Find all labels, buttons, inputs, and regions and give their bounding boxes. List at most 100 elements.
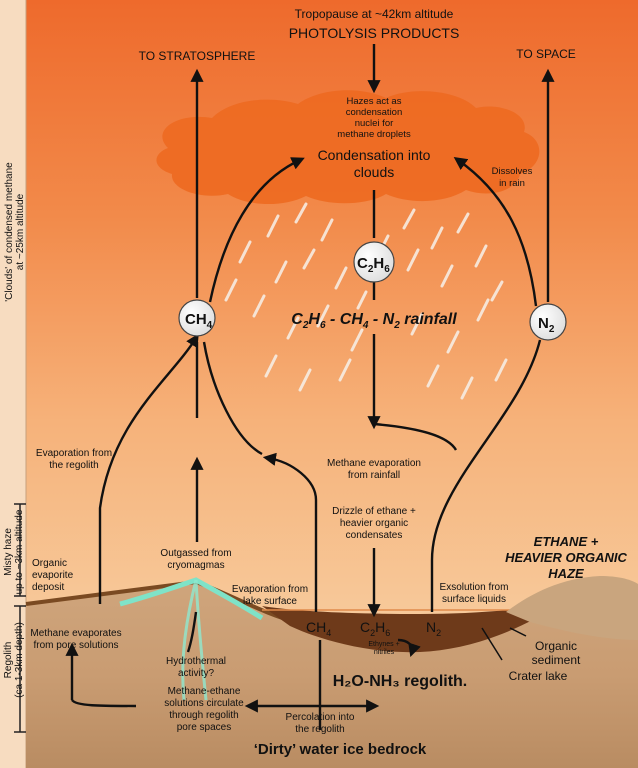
bedrock-title: ‘Dirty’ water ice bedrock xyxy=(254,741,427,758)
evap-regolith-label: Evaporation from the regolith xyxy=(36,448,112,471)
svg-text:Regolith: Regolith xyxy=(3,642,14,679)
misty-side-label: Misty haze up to ~3km altitude xyxy=(3,509,25,594)
to-space-label: TO SPACE xyxy=(516,47,576,61)
svg-text:Dissolves: Dissolves xyxy=(492,166,533,177)
svg-text:from pore solutions: from pore solutions xyxy=(33,640,118,651)
percolation-label: Percolation into the regolith xyxy=(286,712,355,735)
regolith-title: H₂O-NH₃ regolith. xyxy=(333,673,468,690)
svg-text:CH4: CH4 xyxy=(185,311,213,331)
svg-text:up to ~3km altitude: up to ~3km altitude xyxy=(14,509,25,594)
svg-text:surface liquids: surface liquids xyxy=(442,594,506,605)
svg-text:the regolith: the regolith xyxy=(49,460,98,471)
svg-text:HAZE: HAZE xyxy=(548,566,584,581)
svg-text:solutions circulate: solutions circulate xyxy=(164,698,244,709)
lake-ch4: CH4 xyxy=(306,619,331,638)
ethynes-label: Ethynes + nitriles xyxy=(368,641,399,656)
svg-text:lake surface: lake surface xyxy=(243,596,297,607)
side-strip xyxy=(0,0,26,768)
evap-lake-label: Evaporation from lake surface xyxy=(232,584,308,607)
svg-text:Methane evaporation: Methane evaporation xyxy=(327,458,421,469)
svg-text:Methane evaporates: Methane evaporates xyxy=(30,628,121,639)
arrow-exsolution xyxy=(430,339,542,612)
rainfall-label: C2H6 - CH4 - N2 rainfall xyxy=(291,311,457,331)
svg-text:sediment: sediment xyxy=(532,653,581,667)
svg-text:Condensation into: Condensation into xyxy=(318,147,431,163)
lake-c2h6: C2H6 xyxy=(360,619,390,638)
arrow-n2-to-cloud xyxy=(453,156,538,307)
svg-text:Hazes act as: Hazes act as xyxy=(347,96,402,107)
svg-text:at ~25km altitude: at ~25km altitude xyxy=(15,193,26,270)
ethane-haze-label: ETHANE + HEAVIER ORGANIC HAZE xyxy=(505,534,627,581)
svg-text:Hydrothermal: Hydrothermal xyxy=(166,656,226,667)
crater-lake-label: Crater lake xyxy=(509,669,568,683)
organic-sediment-label: Organic sediment xyxy=(532,639,581,667)
svg-text:Evaporation from: Evaporation from xyxy=(232,584,308,595)
svg-text:(ca 1-3km depth): (ca 1-3km depth) xyxy=(14,622,25,698)
regolith-side-label: Regolith (ca 1-3km depth) xyxy=(3,622,25,698)
svg-text:HEAVIER ORGANIC: HEAVIER ORGANIC xyxy=(505,550,627,565)
crater-lake xyxy=(262,604,560,653)
arrow-lake-to-ch4 xyxy=(202,341,263,456)
svg-text:condensation: condensation xyxy=(346,107,403,118)
hydrothermal-label: Hydrothermal activity? xyxy=(166,656,226,679)
leader-sediment xyxy=(509,627,527,637)
methane-rain-label: Methane evaporation from rainfall xyxy=(327,458,421,481)
svg-text:Methane-ethane: Methane-ethane xyxy=(168,686,241,697)
svg-text:'Clouds' of condensed methane: 'Clouds' of condensed methane xyxy=(4,162,15,302)
scale-bars xyxy=(14,503,26,733)
svg-text:condensates: condensates xyxy=(346,530,403,541)
n2-node: N2 xyxy=(529,303,567,341)
cryomagma-plume xyxy=(181,579,208,701)
regolith-ground xyxy=(26,582,638,768)
tropopause-label: Tropopause at ~42km altitude xyxy=(295,7,454,21)
condensation-label: Condensation into clouds xyxy=(318,147,431,180)
c2h6-node: C2H6 xyxy=(353,241,395,283)
dissolves-label: Dissolves in rain xyxy=(492,166,533,189)
hazes-label: Hazes act as condensation nuclei for met… xyxy=(337,96,411,140)
svg-text:methane droplets: methane droplets xyxy=(337,129,411,140)
circulate-label: Methane-ethane solutions circulate throu… xyxy=(164,686,244,733)
svg-text:deposit: deposit xyxy=(32,582,64,593)
arrow-evap-regolith xyxy=(98,333,199,604)
arrow-ethynes xyxy=(397,638,421,658)
svg-text:heavier organic: heavier organic xyxy=(340,518,408,529)
to-stratosphere-label: TO STRATOSPHERE xyxy=(139,49,256,63)
cycle-arrows xyxy=(65,44,555,730)
lake-n2: N2 xyxy=(426,619,441,638)
svg-text:from rainfall: from rainfall xyxy=(348,470,400,481)
right-hill xyxy=(506,576,638,640)
pore-label: Methane evaporates from pore solutions xyxy=(30,628,121,651)
svg-text:Organic: Organic xyxy=(535,639,577,653)
svg-text:in rain: in rain xyxy=(499,178,525,189)
svg-text:Drizzle of ethane +: Drizzle of ethane + xyxy=(332,506,416,517)
svg-text:evaporite: evaporite xyxy=(32,570,74,581)
svg-text:nitriles: nitriles xyxy=(374,649,395,656)
svg-text:Organic: Organic xyxy=(32,558,67,569)
rain-streaks xyxy=(224,202,508,400)
svg-text:clouds: clouds xyxy=(354,164,394,180)
organic-deposit-label: Organic evaporite deposit xyxy=(32,558,74,593)
svg-text:Outgassed from: Outgassed from xyxy=(160,548,231,559)
svg-text:Percolation into: Percolation into xyxy=(286,712,355,723)
drizzle-label: Drizzle of ethane + heavier organic cond… xyxy=(332,506,416,541)
svg-text:Ethynes +: Ethynes + xyxy=(368,641,399,648)
arrow-hydrothermal xyxy=(186,611,198,653)
svg-text:Exsolution from: Exsolution from xyxy=(440,582,509,593)
arrow-rainfall-loop xyxy=(373,422,458,451)
svg-text:through regolith: through regolith xyxy=(169,710,239,721)
outgassed-label: Outgassed from cryomagmas xyxy=(160,548,231,571)
svg-text:the regolith: the regolith xyxy=(295,724,344,735)
svg-text:activity?: activity? xyxy=(178,668,215,679)
svg-text:nuclei for: nuclei for xyxy=(355,118,394,129)
svg-text:pore spaces: pore spaces xyxy=(177,722,231,733)
exsolution-label: Exsolution from surface liquids xyxy=(440,582,509,605)
leader-crater xyxy=(481,627,503,661)
svg-text:C2H6: C2H6 xyxy=(357,255,390,275)
svg-text:Misty haze: Misty haze xyxy=(3,528,14,576)
arrow-circulation xyxy=(71,699,137,708)
arrow-lake-evap xyxy=(262,452,318,612)
svg-text:N2: N2 xyxy=(538,315,555,335)
svg-text:ETHANE +: ETHANE + xyxy=(534,534,599,549)
cloud-shape xyxy=(156,90,540,205)
